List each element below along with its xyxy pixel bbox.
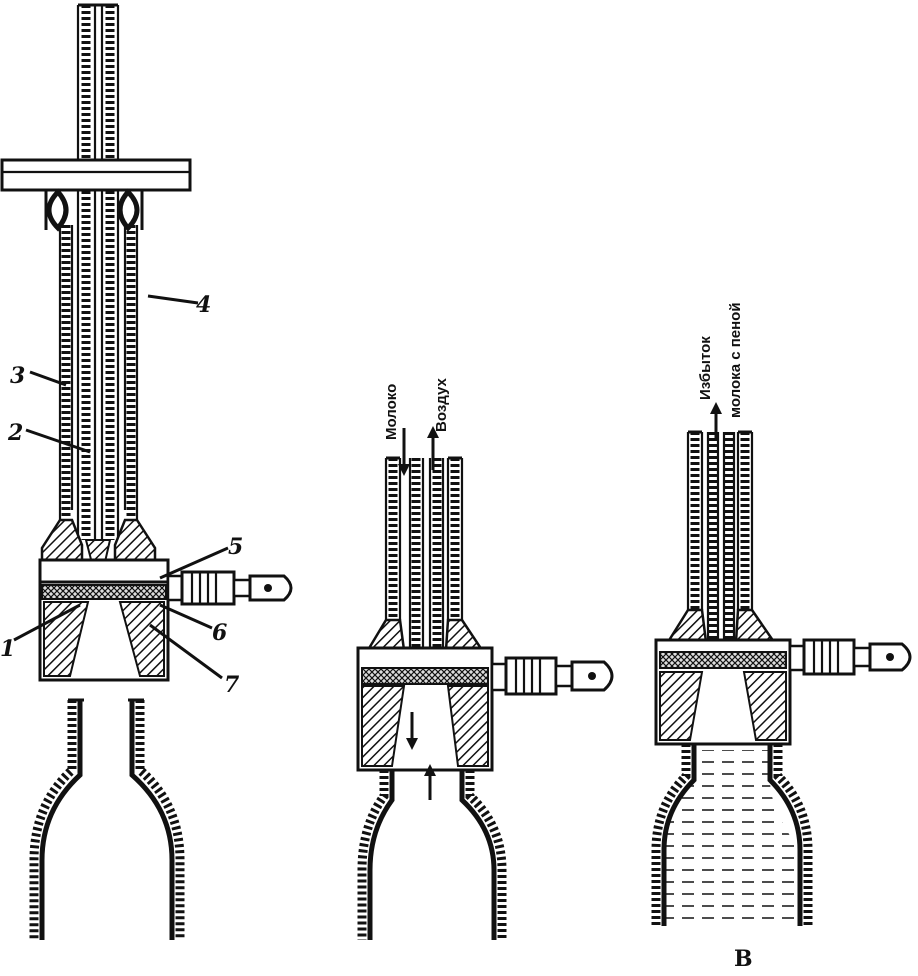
leader-lines-left (13, 294, 229, 680)
part-label-1: 1 (0, 636, 15, 662)
assembly-right: Избыток молока с пеной B (651, 302, 912, 972)
assembly-left: 4 3 2 5 1 6 7 (0, 3, 293, 940)
side-valve-left (166, 570, 293, 606)
part-label-4: 4 (196, 292, 211, 318)
assembly-middle: Молоко Воздух (356, 378, 614, 940)
milk-foam-label: молока с пеной (727, 302, 744, 418)
milk-label: Молоко (383, 384, 400, 440)
milk-liquid (664, 750, 800, 926)
part-label-5: 5 (228, 534, 243, 560)
valve-body-left (38, 558, 170, 682)
part-label-6: 6 (212, 620, 227, 646)
excess-label: Избыток (697, 336, 714, 400)
air-label: Воздух (433, 378, 450, 432)
top-bar (0, 158, 192, 192)
part-label-2: 2 (7, 420, 23, 446)
bottle-left (29, 698, 185, 940)
part-label-3: 3 (10, 363, 25, 389)
panel-letter: B (734, 946, 753, 972)
part-label-7: 7 (224, 672, 240, 698)
outer-tube-left (58, 225, 139, 520)
